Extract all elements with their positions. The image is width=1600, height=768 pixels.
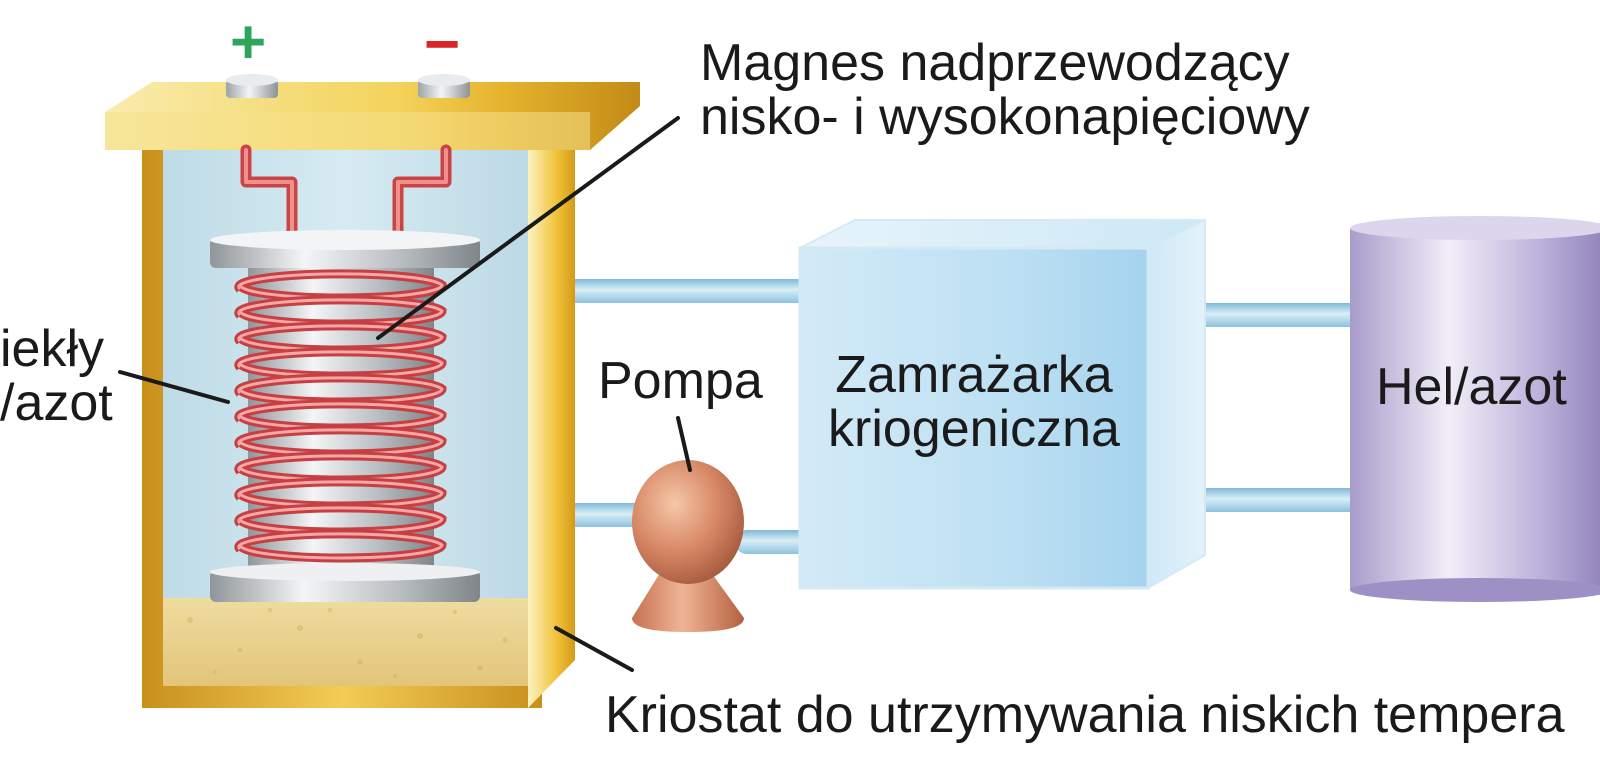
coil-turn-highlight: [237, 298, 444, 326]
pipes: [550, 279, 1380, 554]
tank-top: [1350, 216, 1600, 240]
pipe-pump-freezer: [735, 530, 815, 554]
magnet-spool: [210, 230, 480, 602]
magnet-leads: [240, 144, 452, 244]
coil-turn-highlight: [237, 376, 444, 404]
cryostat-label: Kriostat do utrzymywania niskich tempera: [605, 686, 1565, 744]
tank-bottom: [1350, 578, 1600, 602]
tank-body: [1350, 228, 1600, 590]
freezer-front: [798, 246, 1150, 590]
gas-tank: [1350, 216, 1600, 602]
pump: [632, 460, 744, 632]
coil-turn-highlight: [237, 532, 444, 560]
coil-turn-highlight: [237, 402, 444, 430]
leader-liquid: [118, 370, 230, 404]
pipe-cryostat-freezer-top: [550, 279, 815, 303]
liquid-label-line2: /azot: [0, 374, 113, 432]
freezer-label: Zamrażarka kriogeniczna: [800, 348, 1148, 456]
coil-turn-highlight: [237, 506, 444, 534]
leader-pump: [676, 416, 692, 472]
terminals: [226, 74, 470, 98]
freezer-label-line2: kriogeniczna: [828, 400, 1120, 458]
tank-label: Hel/azot: [1376, 358, 1567, 416]
magnet-label-line2: nisko- i wysokonapięciowy: [700, 88, 1310, 146]
pipe-freezer-tank-bottom: [1180, 488, 1380, 512]
coil-turn-highlight: [237, 324, 444, 352]
pump-label: Pompa: [598, 352, 763, 410]
cryostat-lid-front: [105, 112, 590, 150]
sediment-texture: [187, 608, 508, 678]
magnet-label: Magnes nadprzewodzący nisko- i wysokonap…: [700, 36, 1310, 144]
positive-sign: +: [230, 8, 267, 77]
coil-turn-highlight: [237, 428, 444, 456]
freezer-side: [1147, 218, 1206, 590]
cryogenic-freezer: [798, 218, 1206, 590]
sediment: [163, 598, 528, 686]
magnet-label-line1: Magnes nadprzewodzący: [700, 34, 1290, 92]
pipe-freezer-tank-top: [1180, 303, 1380, 327]
coil-turn-highlight: [237, 454, 444, 482]
coil-turn-highlight: [237, 272, 444, 300]
leader-cryostat: [554, 626, 634, 672]
freezer-top: [799, 219, 1206, 249]
negative-sign: −: [424, 10, 461, 79]
liquid-label: iekły /azot: [0, 322, 113, 430]
leader-lines: [118, 116, 692, 672]
pump-base: [632, 560, 744, 632]
leader-magnet: [376, 116, 680, 340]
coil-turn-highlight: [237, 350, 444, 378]
freezer-label-line1: Zamrażarka: [835, 346, 1113, 404]
coil-turn-highlight: [237, 480, 444, 508]
superconducting-coil: [234, 269, 447, 563]
liquid-label-line1: iekły: [0, 320, 105, 378]
pump-head: [632, 460, 744, 584]
cryostat-side-panel: [528, 100, 575, 708]
